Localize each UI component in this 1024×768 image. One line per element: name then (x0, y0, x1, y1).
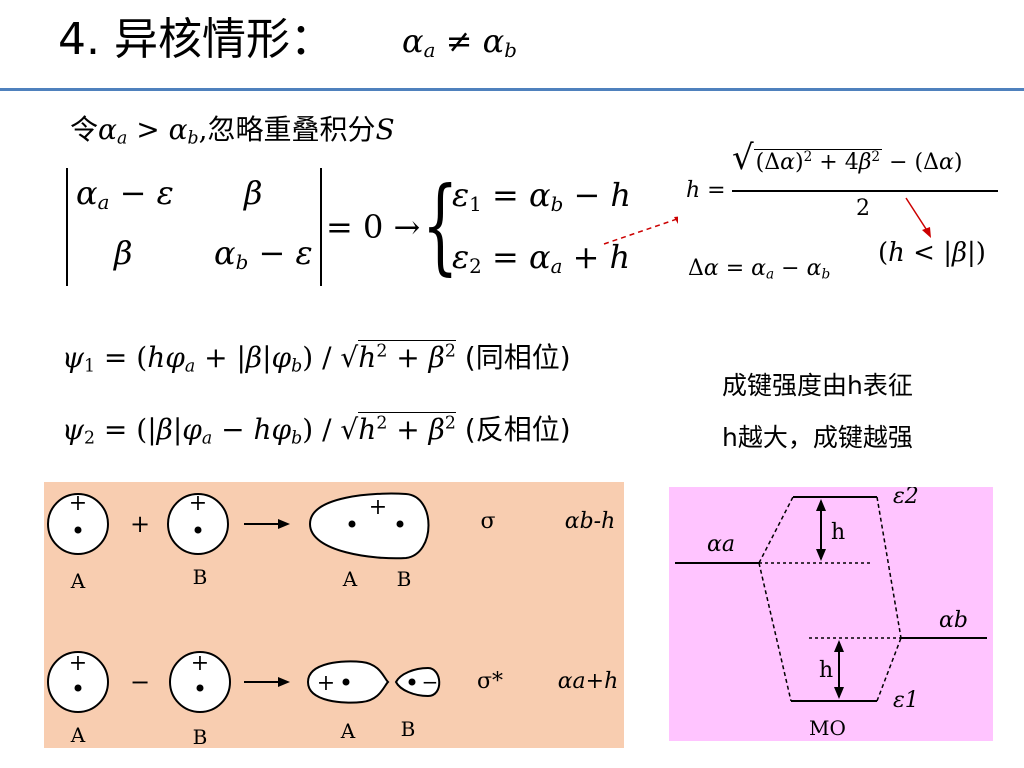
sign-a-row2: + (69, 651, 87, 676)
orbital-a-row1 (47, 493, 109, 555)
sign-a-row1: + (69, 491, 87, 516)
equals-zero-arrow: = 0 → (326, 208, 421, 246)
svg-text:−: − (422, 670, 439, 694)
sign-sigma: + (369, 495, 387, 520)
atom-label-b-sigma: B (397, 567, 412, 591)
orbital-b-row1 (167, 493, 229, 555)
note-line2: h越大，成键越强 (722, 423, 913, 452)
h-numerator: √(Δα)2 + 4β2 − (Δα) (732, 138, 963, 178)
eps2-equation: ε2 = αa + h (452, 238, 631, 278)
atom-label-b-row2: B (193, 725, 208, 748)
orbital-b-row2 (169, 651, 231, 713)
delta-alpha-def: Δα = αa − αb (688, 256, 831, 283)
arrow-right-icon (278, 677, 290, 687)
mo-energy-diagram: αa ε2 αb ε1 MO h h (669, 484, 993, 741)
atom-label-a-row1: A (70, 569, 86, 593)
title-condition: αa ≠ αb (402, 22, 517, 62)
mo-label: MO (809, 716, 846, 740)
alpha-a-label: αa (707, 532, 735, 557)
secular-determinant: αa − ε β β αb − ε (66, 168, 322, 286)
energy-row1: αb-h (565, 509, 616, 534)
pointer-arrow-icon (603, 216, 684, 245)
psi2-note: (反相位) (464, 413, 571, 446)
label-sigma-star: σ* (477, 669, 503, 694)
svg-text:+: + (317, 671, 335, 696)
slide-title: 4. 异核情形： (58, 12, 334, 68)
h-lower-label: h (819, 658, 833, 683)
h-denominator: 2 (856, 196, 870, 221)
psi2-equation: ψ2 = (|β|φa − hφb) / √h2 + β2 (反相位) (62, 412, 571, 449)
atom-label-a-sigma-star: A (340, 719, 356, 743)
eps1-equation: ε1 = αb − h (452, 176, 632, 216)
atom-label-a-row2: A (70, 723, 86, 747)
alpha-b-label: αb (939, 608, 968, 633)
det-a22: αb − ε (214, 234, 313, 274)
arrow-right-icon (278, 519, 290, 529)
sign-b-row2: + (191, 651, 209, 676)
eps1-label: ε1 (893, 688, 919, 713)
h-condition: (h < |β|) (878, 238, 986, 268)
sign-b-row1: + (189, 491, 207, 516)
energy-row2: αa+h (558, 669, 619, 694)
orbital-diagram: + + + + σ αb-h A B A B + − + + − σ* αa+h (47, 491, 619, 749)
title-divider (0, 88, 1024, 91)
atom-label-a-sigma: A (342, 567, 358, 591)
op-row2: − (130, 668, 150, 696)
det-a12: β (244, 174, 263, 212)
label-sigma: σ (480, 509, 495, 534)
assumption-line: 令αa > αb,忽略重叠积分S (70, 113, 395, 149)
orbital-a-row2 (47, 651, 109, 713)
atom-label-b-sigma-star: B (401, 717, 416, 741)
sigma-orbital (308, 492, 430, 560)
solution-brace: { (422, 164, 459, 286)
orbital-combination-panel: + + + + σ αb-h A B A B + − + + − σ* αa+h (44, 482, 624, 749)
atom-label-b-row1: B (193, 565, 208, 589)
det-a11: αa − ε (76, 174, 174, 214)
psi1-note: (同相位) (464, 341, 571, 374)
sigma-star-orbital-b (394, 666, 441, 698)
title-text: 异核情形： (113, 14, 334, 65)
note-line1: 成键强度由h表征 (722, 371, 913, 400)
title-number: 4. (58, 14, 100, 65)
op-row1: + (130, 510, 150, 538)
eps2-label: ε2 (893, 487, 919, 509)
psi1-equation: ψ1 = (hφa + |β|φb) / √h2 + β2 (同相位) (62, 340, 571, 377)
det-a21: β (114, 234, 133, 272)
h-formula-box: h = √(Δα)2 + 4β2 − (Δα) 2 Δα = αa − αb (… (678, 130, 1008, 290)
h-upper-label: h (831, 520, 845, 545)
red-arrow-icon (905, 197, 931, 238)
